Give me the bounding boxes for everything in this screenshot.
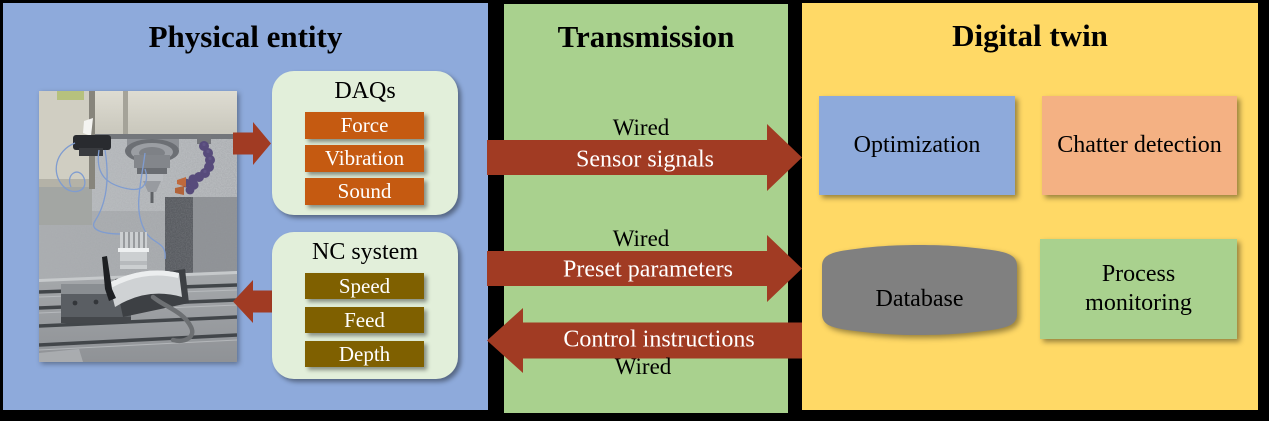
digital-twin-title: Digital twin (952, 18, 1108, 53)
daq-chip-force-label: Force (340, 113, 389, 137)
nc-chip-depth: Depth (305, 341, 424, 367)
nc-group-title: NC system (311, 239, 418, 265)
nc-chip-speed-label: Speed (338, 273, 391, 298)
database-label: Database (875, 286, 964, 312)
daq-chip-force: Force (305, 112, 424, 139)
chatter-detection-label: Chatter detection (1057, 132, 1222, 159)
nc-chip-feed-label: Feed (344, 307, 385, 332)
process-monitoring-label: Process monitoring (1085, 261, 1192, 316)
daq-chip-vibration: Vibration (305, 145, 424, 172)
optimization-node: Optimization (819, 96, 1015, 195)
control-instructions-label: Control instructions (563, 326, 755, 353)
nc-chip-feed: Feed (305, 307, 424, 333)
sensor-signals-wired-label: Wired (612, 115, 670, 140)
preset-parameters-arrow (487, 235, 802, 302)
daq-chip-sound-label: Sound (337, 179, 392, 203)
sensor-signals-arrow (487, 124, 802, 191)
preset-parameters-wired-label: Wired (612, 226, 670, 251)
control-instructions-wired-label: Wired (614, 354, 672, 379)
cnc-machine-photo (39, 91, 237, 362)
photo-to-daq-arrow (233, 122, 271, 165)
daq-group-title: DAQs (334, 78, 396, 104)
nc-to-photo-arrow (233, 280, 273, 323)
daq-chip-vibration-label: Vibration (324, 146, 405, 170)
nc-group-box: NC system Speed Feed Depth (272, 232, 458, 379)
sensor-signals-label: Sensor signals (576, 146, 714, 173)
transmission-title: Transmission (557, 19, 735, 54)
chatter-detection-node: Chatter detection (1042, 96, 1237, 195)
process-monitoring-node: Process monitoring (1040, 239, 1237, 339)
optimization-label: Optimization (853, 132, 981, 159)
daq-chip-sound: Sound (305, 178, 424, 205)
nc-chip-speed: Speed (305, 273, 424, 299)
database-cylinder-shape (822, 245, 1017, 335)
preset-parameters-label: Preset parameters (563, 256, 733, 283)
daq-group-box: DAQs Force Vibration Sound (272, 71, 458, 215)
database-node: Database (822, 243, 1017, 337)
physical-entity-title: Physical entity (148, 19, 343, 54)
digital-twin-panel: Digital twin (802, 3, 1258, 410)
nc-chip-depth-label: Depth (338, 341, 391, 366)
control-instructions-arrow (487, 308, 804, 373)
